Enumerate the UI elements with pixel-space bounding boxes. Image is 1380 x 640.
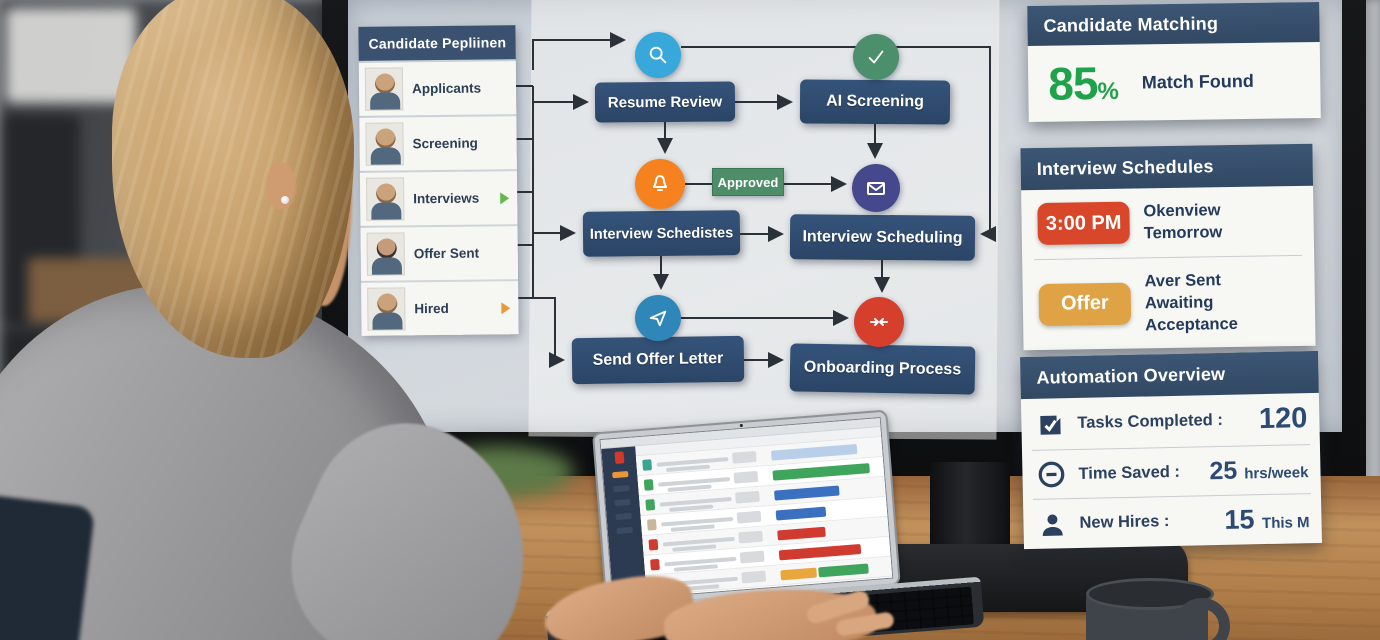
mail-icon <box>852 164 900 212</box>
stat-tasks-completed: Tasks Completed : 120 <box>1021 393 1320 450</box>
stat-value: 25 hrs/week <box>1209 456 1309 485</box>
match-percent-value: 85% <box>1047 57 1119 110</box>
pipeline-item-label: Hired <box>414 300 449 317</box>
clock-icon <box>1036 459 1067 490</box>
approved-badge: Approved <box>712 168 784 196</box>
candidate-matching-title: Candidate Matching <box>1027 1 1320 47</box>
candidate-matching-panel: Candidate Matching 85% Match Found <box>1027 1 1321 123</box>
stat-label: Tasks Completed : <box>1077 410 1224 432</box>
candidate-photo <box>364 67 404 111</box>
webcam-dot <box>739 423 743 428</box>
stat-value: 120 <box>1258 402 1308 436</box>
interview-schedules-title: Interview Schedules <box>1020 143 1314 191</box>
match-found-label: Match Found <box>1141 70 1254 92</box>
bell-icon <box>635 159 685 209</box>
earring <box>281 196 289 204</box>
woman-ear <box>266 162 296 210</box>
sidebar-nav-item[interactable] <box>616 526 633 535</box>
pipeline-item-offer-sent[interactable]: Offer Sent <box>360 226 519 281</box>
pipeline-item-screening[interactable]: Screening <box>359 116 517 171</box>
pipeline-item-interviews[interactable]: Interviews <box>359 171 518 226</box>
laptop-app-window <box>599 417 894 601</box>
sidebar-nav-item[interactable] <box>612 471 629 479</box>
time-badge: 3:00 PM <box>1037 201 1130 246</box>
stat-label: Time Saved : <box>1078 462 1181 483</box>
stat-time-saved: Time Saved : 25 hrs/week <box>1022 445 1321 499</box>
woman-hair <box>112 0 354 358</box>
pipeline-item-label: Screening <box>412 135 478 152</box>
play-arrow-icon <box>500 192 510 205</box>
candidate-matching-body: 85% Match Found <box>1028 42 1321 122</box>
chair-back <box>0 493 96 640</box>
candidate-photo <box>365 177 405 221</box>
candidate-pipeline-card: Candidate Pepliinen Applicants Screening… <box>358 25 519 336</box>
schedule-entry-text: Aver Sent Awaiting Acceptance <box>1144 270 1238 335</box>
pipeline-item-applicants[interactable]: Applicants <box>358 61 517 116</box>
automation-overview-panel: Automation Overview Tasks Completed : 12… <box>1020 350 1322 550</box>
sidebar-nav-item[interactable] <box>614 498 631 507</box>
stat-value: 15 This M <box>1224 504 1310 535</box>
search-icon <box>635 32 681 78</box>
candidate-photo <box>367 287 406 331</box>
app-logo <box>614 451 624 465</box>
candidate-photo <box>366 232 405 276</box>
automation-overview-title: Automation Overview <box>1020 350 1319 400</box>
handshake-icon <box>854 297 904 347</box>
schedule-entry[interactable]: Offer Aver Sent Awaiting Acceptance <box>1022 255 1315 350</box>
pipeline-item-label: Interviews <box>413 190 480 207</box>
flow-node-resume-review[interactable]: Resume Review <box>594 81 736 123</box>
send-icon <box>635 295 681 341</box>
stat-new-hires: New Hires : 15 This M <box>1023 494 1322 549</box>
flow-node-send-offer-letter[interactable]: Send Offer Letter <box>571 335 745 385</box>
sidebar-nav-item[interactable] <box>615 512 632 521</box>
person-icon <box>1037 509 1068 540</box>
pipeline-title: Candidate Pepliinen <box>358 25 516 61</box>
pipeline-item-hired[interactable]: Hired <box>361 281 519 336</box>
task-check-icon <box>1035 409 1066 440</box>
check-icon <box>853 34 899 80</box>
flow-node-ai-screening[interactable]: AI Screening <box>799 79 951 125</box>
flow-node-interview-scheduling[interactable]: Interview Scheduling <box>789 214 976 261</box>
pipeline-item-label: Applicants <box>411 80 482 97</box>
interview-schedules-panel: Interview Schedules 3:00 PM Okenview Tem… <box>1020 143 1316 351</box>
coffee-mug <box>1086 578 1230 640</box>
offer-badge: Offer <box>1038 282 1132 326</box>
schedule-entry-text: Okenview Temorrow <box>1143 201 1223 243</box>
play-arrow-icon <box>501 302 511 315</box>
shelf-highlight <box>6 8 136 103</box>
schedule-entry[interactable]: 3:00 PM Okenview Temorrow <box>1021 186 1314 259</box>
candidate-photo <box>365 122 404 166</box>
pipeline-item-label: Offer Sent <box>413 245 480 262</box>
laptop-task-list <box>635 437 893 597</box>
flow-node-onboarding-process[interactable]: Onboarding Process <box>789 343 976 395</box>
flow-node-interview-schedules[interactable]: Interview Schedistes <box>582 210 741 257</box>
sidebar-nav-item[interactable] <box>613 484 630 493</box>
stat-label: New Hires : <box>1079 512 1170 532</box>
